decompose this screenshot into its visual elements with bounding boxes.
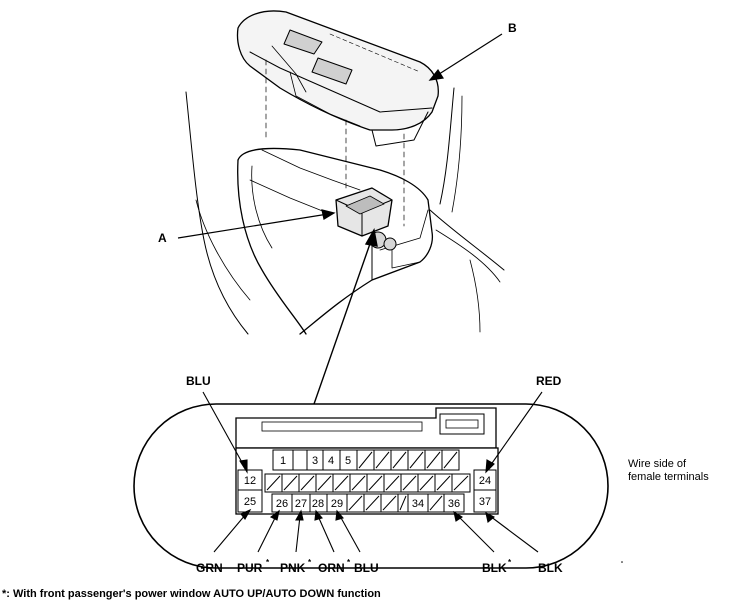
asterisk-mark: * [308, 558, 312, 567]
terminal-number: 3 [312, 455, 318, 467]
callout-label-b: B [508, 21, 517, 35]
terminal-number: 5 [345, 455, 351, 467]
terminal-number: 34 [412, 498, 424, 510]
terminal-number: 27 [295, 498, 307, 510]
unused-terminals-row1 [356, 449, 460, 471]
wire-leaders [202, 391, 543, 553]
terminal-number: 36 [448, 498, 460, 510]
console-illustration [185, 10, 505, 335]
terminal-number: 24 [479, 475, 491, 487]
terminal-number: 28 [312, 498, 324, 510]
stray-dot [621, 561, 623, 563]
terminal-number: 26 [276, 498, 288, 510]
terminal-number: 37 [479, 496, 491, 508]
unused-terminals-row2 [346, 493, 445, 513]
terminal-34 [407, 493, 429, 513]
unused-terminals-middle [264, 473, 471, 493]
wire-label-orn: ORN [318, 561, 345, 575]
asterisk-mark: * [266, 558, 270, 567]
connector-pointer-arrow [313, 227, 378, 405]
wire-label-top-left: BLU [186, 374, 211, 388]
terminal-number: 25 [244, 496, 256, 508]
terminal-blank [292, 449, 308, 471]
callout-label-a: A [158, 231, 167, 245]
wire-label-blu: BLU [354, 561, 379, 575]
terminal-numbers: 1 3 4 5 12 25 24 37 26 27 28 29 34 36 [244, 455, 491, 510]
terminal-number: 29 [331, 498, 343, 510]
terminal-number: 1 [280, 455, 286, 467]
terminal-25 [237, 489, 263, 513]
asterisk-mark: * [347, 558, 351, 567]
wire-side-note-line2: female terminals [628, 471, 709, 483]
wire-label-pnk: PNK [280, 561, 306, 575]
terminal-37 [473, 489, 497, 513]
wire-label-grn: GRN [196, 561, 223, 575]
wire-labels-bottom: GRN PUR * PNK * ORN * BLU BLK * BLK [196, 558, 563, 575]
wire-label-pur: PUR [237, 561, 263, 575]
terminal-number: 4 [328, 455, 334, 467]
footnote: *: With front passenger's power window A… [2, 588, 381, 600]
callout-arrows [177, 33, 503, 239]
asterisk-mark: * [508, 558, 512, 567]
terminal-number: 12 [244, 475, 256, 487]
wire-label-blk-starred: BLK [482, 561, 507, 575]
wire-side-note-line1: Wire side of [628, 458, 687, 470]
wire-label-blk: BLK [538, 561, 563, 575]
terminal-grid [237, 449, 497, 513]
wire-label-top-right: RED [536, 374, 562, 388]
